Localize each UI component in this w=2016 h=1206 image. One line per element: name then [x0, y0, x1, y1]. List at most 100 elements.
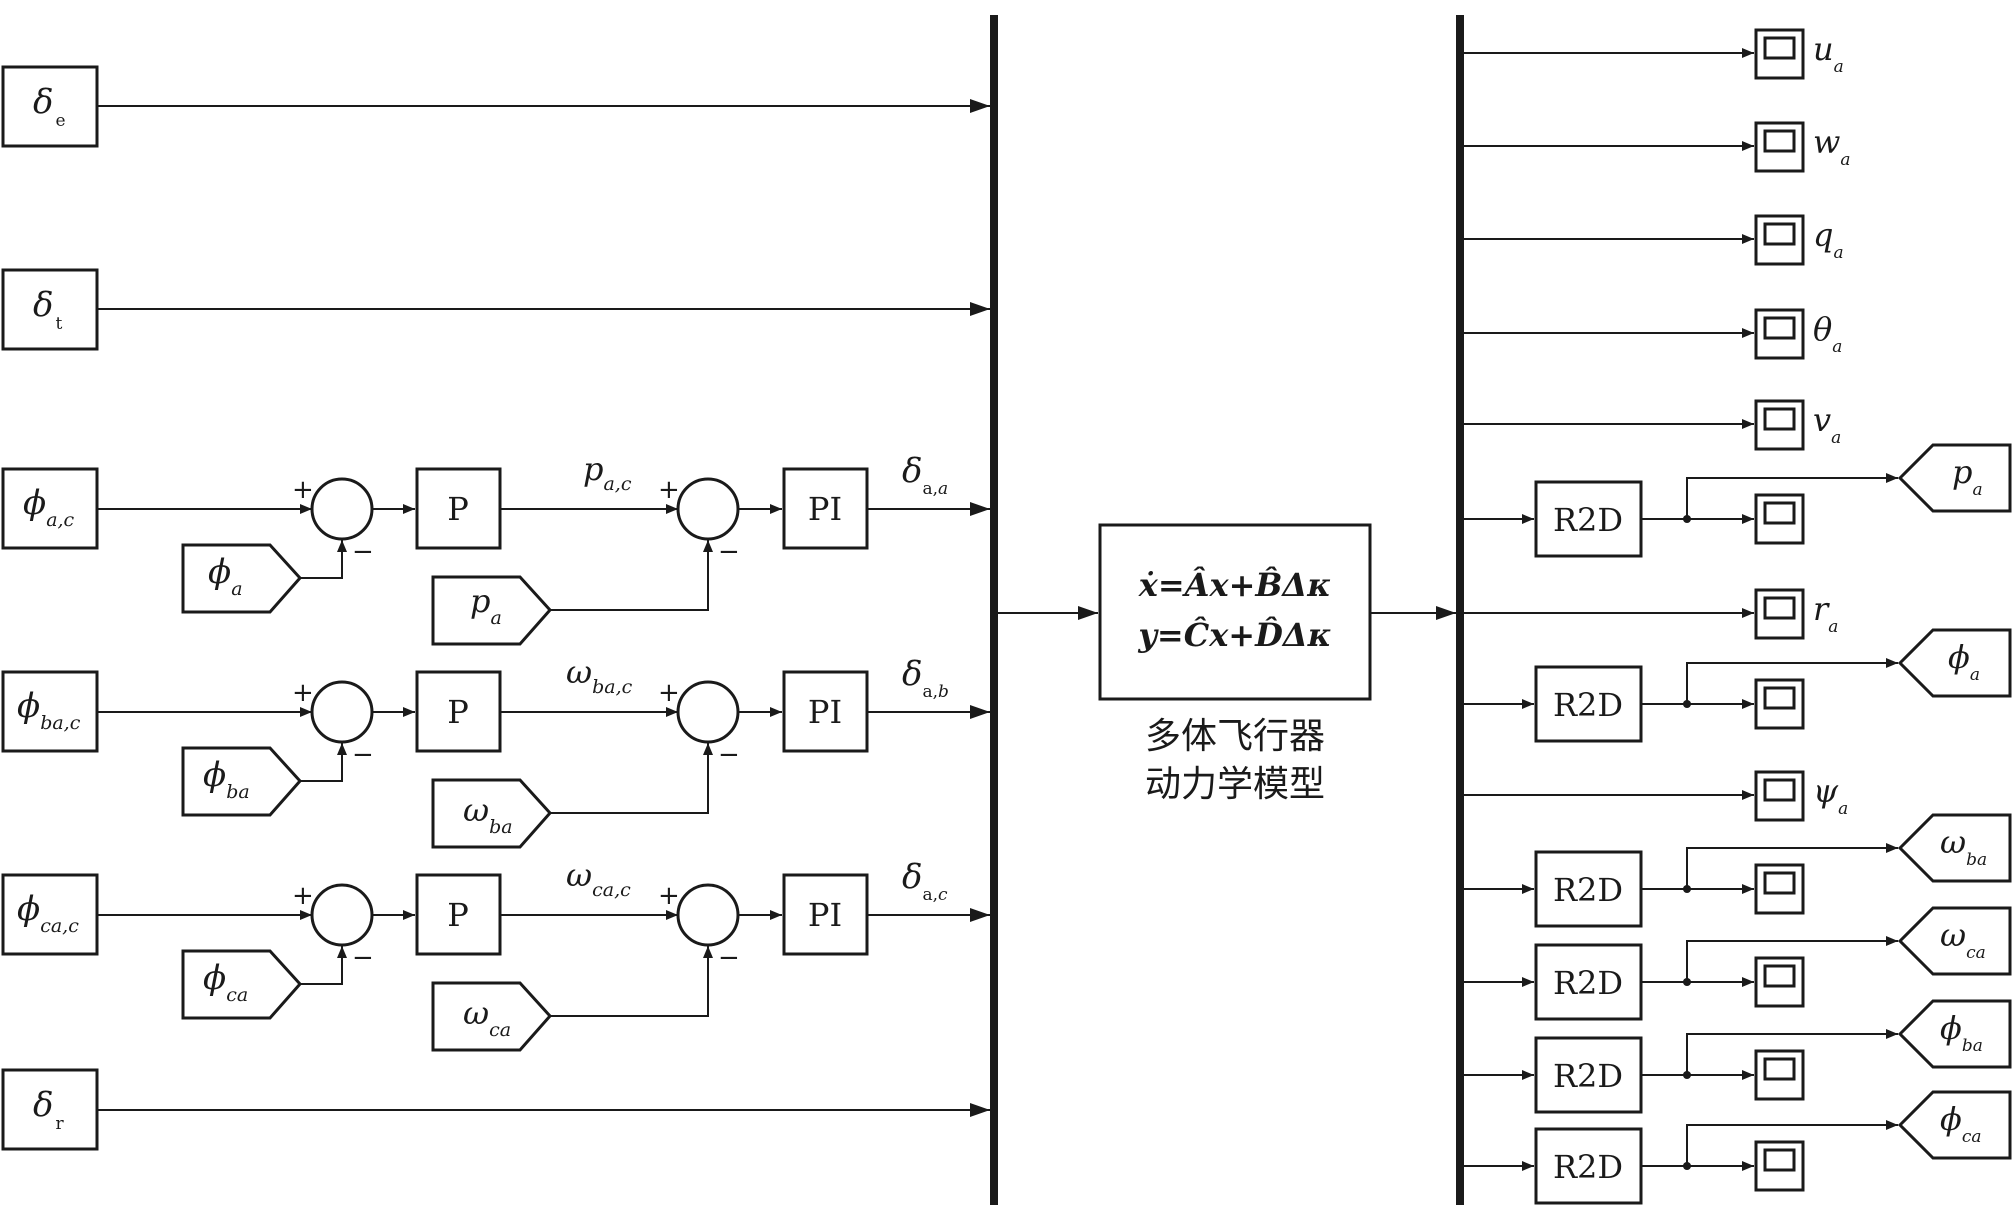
feedback-outer-symbol: ϕ	[208, 552, 231, 592]
label-r-sub: a	[1828, 617, 1838, 637]
output-u: ua	[1464, 28, 1844, 80]
goto-subscript: a	[1972, 480, 1982, 500]
svg-text:δa,a: δa,a	[902, 451, 948, 499]
loop-ref-subscript: ba,c	[40, 712, 81, 734]
inner-ref-subscript: ba,c	[592, 676, 633, 698]
sum-outer-plus: +	[292, 678, 314, 708]
r2d-block[interactable]	[1534, 1127, 1643, 1205]
inner-ref-symbol: p	[583, 450, 603, 488]
sum-outer-minus: −	[352, 943, 374, 973]
wire-feedback-inner	[550, 540, 713, 611]
input-delta-t-block[interactable]	[1, 268, 99, 351]
dynamics-model-block[interactable]	[1098, 523, 1372, 701]
loop-ref-subscript: a,c	[46, 509, 74, 531]
svg-text:ωba: ωba	[1940, 823, 1987, 870]
goto-tag[interactable]	[1897, 906, 2012, 976]
loop-output-symbol: δ	[902, 451, 922, 491]
loop-ref-block[interactable]	[1, 467, 99, 550]
pi-gain-label: PI	[808, 490, 842, 528]
feedback-tag-outer[interactable]	[181, 543, 303, 614]
goto-tag[interactable]	[1897, 999, 2012, 1069]
goto-tag[interactable]	[1897, 443, 2012, 513]
sum-junction-inner[interactable]	[676, 477, 740, 541]
goto-tag[interactable]	[1897, 1090, 2012, 1160]
r2d-label: R2D	[1553, 871, 1623, 909]
input-delta-r-subscript: r	[55, 1114, 64, 1134]
svg-text:qa: qa	[1813, 216, 1844, 263]
sum-junction-outer[interactable]	[310, 680, 374, 744]
feedback-outer-subscript: ba	[226, 781, 250, 803]
pi-gain-block[interactable]	[782, 467, 869, 550]
control-loop-ca: ϕca,c + − ϕca P ωca,c + − ωca PI δa,c	[1, 856, 990, 1052]
control-loop-ba: ϕba,c + − ϕba P ωba,c + − ωba PI δa,b	[1, 653, 990, 849]
model-caption-line2: 动力学模型	[1145, 764, 1325, 805]
pi-gain-block[interactable]	[782, 670, 869, 753]
goto-symbol: ϕ	[1940, 1009, 1962, 1047]
feedback-tag-inner[interactable]	[431, 778, 553, 849]
label-q: q	[1813, 216, 1833, 254]
svg-text:δt: δt	[33, 285, 62, 334]
scope-icon	[1763, 871, 1796, 895]
loop-output-subscript2: c	[938, 885, 948, 905]
inner-ref-symbol: ω	[566, 856, 592, 894]
scope-u-icon	[1763, 36, 1796, 60]
sum-inner-plus: +	[658, 475, 680, 505]
loop-ref-subscript: ca,c	[40, 915, 79, 937]
goto-tag[interactable]	[1897, 813, 2012, 883]
goto-symbol: ω	[1940, 916, 1966, 954]
sum-junction-inner[interactable]	[676, 680, 740, 744]
p-gain-block[interactable]	[415, 670, 502, 753]
p-gain-label: P	[447, 490, 469, 528]
pi-gain-block[interactable]	[782, 873, 869, 956]
p-gain-block[interactable]	[415, 467, 502, 550]
loop-output-subscript2: a	[938, 479, 948, 499]
svg-text:δe: δe	[33, 82, 66, 131]
loop-ref-block[interactable]	[1, 873, 99, 956]
svg-text:wa: wa	[1813, 123, 1851, 170]
r2d-label: R2D	[1553, 964, 1623, 1002]
p-gain-label: P	[447, 896, 469, 934]
feedback-outer-subscript: a	[231, 578, 242, 600]
feedback-tag-inner[interactable]	[431, 575, 553, 646]
inner-ref-symbol: ω	[566, 653, 592, 691]
input-delta-e-subscript: e	[55, 111, 65, 131]
r2d-label: R2D	[1553, 1057, 1623, 1095]
loop-output-subscript: a,	[922, 479, 938, 499]
p-gain-label: P	[447, 693, 469, 731]
input-delta-e-block[interactable]	[1, 65, 99, 148]
sum-junction-inner[interactable]	[676, 883, 740, 947]
label-v-sub: a	[1831, 428, 1841, 448]
r2d-block[interactable]	[1534, 943, 1643, 1021]
scope-theta-icon	[1763, 316, 1796, 340]
r2d-row-omega-ca: R2D ωca	[1464, 906, 2012, 1021]
feedback-tag-outer[interactable]	[181, 746, 303, 817]
sum-junction-outer[interactable]	[310, 477, 374, 541]
wire-feedback-outer	[300, 743, 347, 782]
svg-text:ϕba: ϕba	[1940, 1009, 1983, 1056]
sum-outer-plus: +	[292, 881, 314, 911]
output-theta: θa	[1464, 308, 1842, 360]
svg-text:ϕa,c: ϕa,c	[23, 483, 75, 531]
svg-text:ωca: ωca	[1940, 916, 1986, 963]
loop-ref-symbol: ϕ	[17, 889, 40, 929]
feedback-tag-outer[interactable]	[181, 949, 303, 1020]
svg-text:ωca,c: ωca,c	[566, 856, 631, 901]
output-r: ra	[1464, 588, 1838, 640]
inner-ref-subscript: ca,c	[592, 879, 631, 901]
goto-tag[interactable]	[1897, 628, 2012, 698]
model-caption-line1: 多体飞行器	[1145, 716, 1325, 757]
output-equation: y=Ĉx+D̂Δκ	[1137, 616, 1331, 654]
output-q: qa	[1464, 214, 1844, 266]
r2d-block[interactable]	[1534, 480, 1643, 558]
svg-text:ϕa: ϕa	[1948, 638, 1980, 685]
sum-junction-outer[interactable]	[310, 883, 374, 947]
label-u-sub: a	[1834, 57, 1844, 77]
feedback-tag-inner[interactable]	[431, 981, 553, 1052]
input-delta-e-symbol: δ	[33, 82, 53, 122]
goto-symbol: ω	[1940, 823, 1966, 861]
r2d-block[interactable]	[1534, 1036, 1643, 1114]
